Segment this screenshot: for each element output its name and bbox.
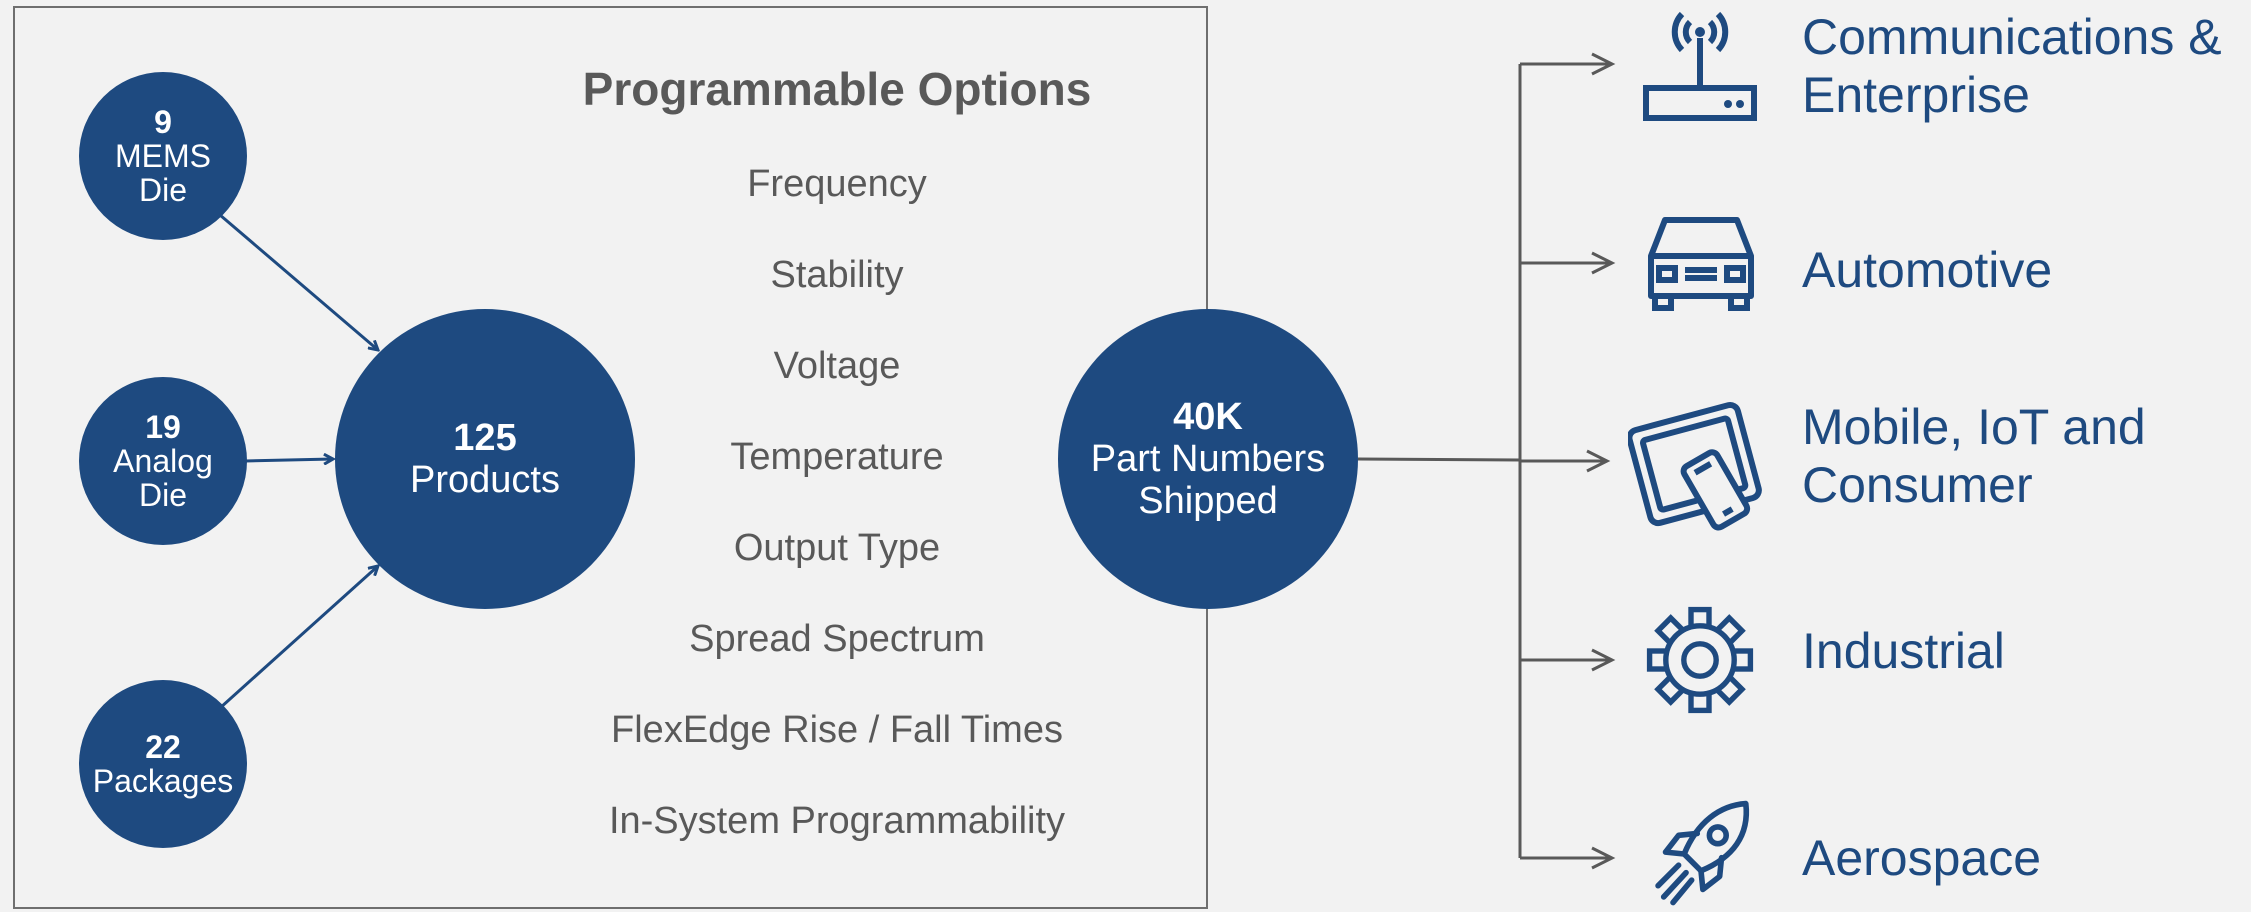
products-circle: 125 Products — [335, 309, 635, 609]
market-label-line: Industrial — [1802, 623, 2005, 679]
option-item: Frequency — [747, 163, 927, 205]
products-count: 125 — [453, 417, 517, 459]
arrow-mems-to-products — [219, 213, 378, 350]
market-label-line: Communications & — [1802, 9, 2222, 65]
input-label-line: Die — [138, 172, 187, 208]
input-packages: 22 Packages — [79, 680, 247, 848]
market-label-industrial: Industrial — [1802, 622, 2005, 680]
option-item: Output Type — [733, 527, 941, 569]
connector-shipped-to-bus — [1357, 457, 1521, 462]
input-label-line: Packages — [92, 763, 234, 799]
option-item: Spread Spectrum — [689, 618, 985, 660]
shipped-circle: 40K Part Numbers Shipped — [1058, 309, 1358, 609]
arrow-analog-to-products — [244, 459, 333, 461]
options-list: Frequency Stability Voltage Temperature … — [500, 160, 1174, 888]
input-mems-die: 9 MEMS Die — [79, 72, 247, 240]
options-title: Programmable Options — [582, 63, 1092, 115]
market-label-line: Aerospace — [1802, 830, 2042, 886]
car-icon — [1648, 217, 1754, 311]
input-count: 22 — [145, 729, 181, 765]
arrow-packages-to-products — [218, 566, 378, 710]
market-label-aerospace: Aerospace — [1802, 829, 2041, 887]
market-label-communications: Communications & Enterprise — [1802, 8, 2222, 124]
option-item: In-System Programmability — [608, 800, 1066, 842]
input-count: 19 — [145, 409, 181, 445]
shipped-label-line: Shipped — [1138, 480, 1278, 522]
shipped-count: 40K — [1173, 396, 1243, 438]
tablet-phone-icon — [1628, 401, 1762, 531]
market-label-line: Automotive — [1802, 242, 2053, 298]
products-label: Products — [410, 459, 560, 501]
input-label-line: Analog — [113, 443, 213, 479]
shipped-label-line: Part Numbers — [1090, 438, 1326, 480]
input-label-line: Die — [138, 477, 187, 513]
gear-icon — [1646, 606, 1754, 714]
market-label-mobile: Mobile, IoT and Consumer — [1802, 398, 2146, 514]
market-label-line: Mobile, IoT and — [1802, 399, 2146, 455]
option-item: Temperature — [730, 436, 944, 478]
input-analog-die: 19 Analog Die — [79, 377, 247, 545]
market-label-automotive: Automotive — [1802, 241, 2052, 299]
input-label-line: MEMS — [115, 138, 211, 174]
wireless-router-icon — [1643, 11, 1757, 121]
market-label-line: Consumer — [1802, 457, 2033, 513]
rocket-icon — [1655, 800, 1750, 906]
option-item: FlexEdge Rise / Fall Times — [611, 709, 1063, 751]
option-item: Voltage — [773, 345, 901, 387]
option-item: Stability — [770, 254, 904, 296]
input-count: 9 — [154, 104, 172, 140]
market-label-line: Enterprise — [1802, 67, 2030, 123]
